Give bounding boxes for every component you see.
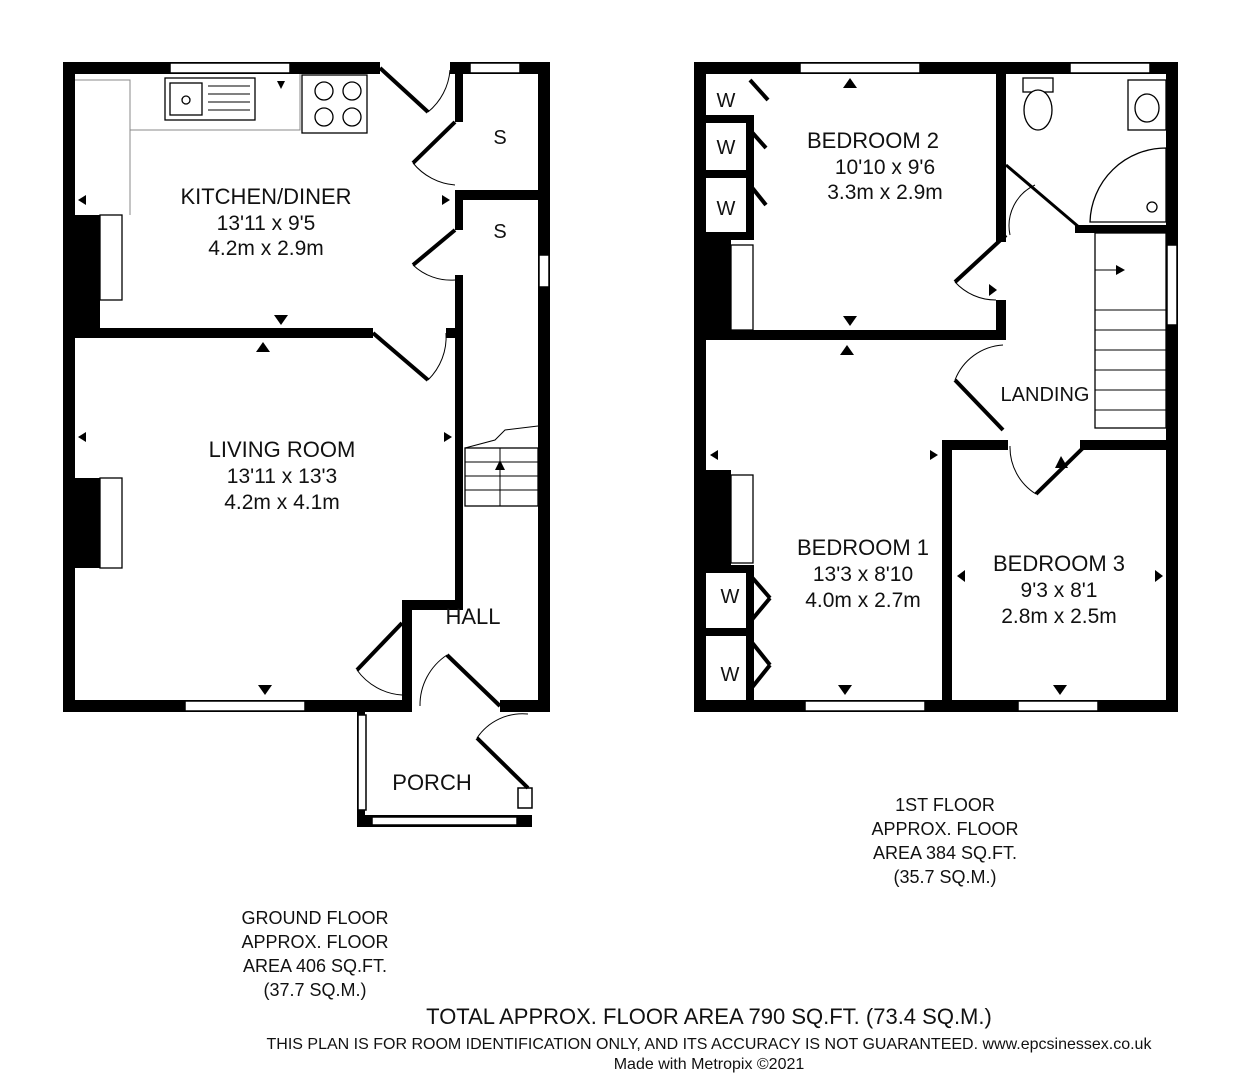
- first-floor-plan: [694, 62, 1178, 712]
- note-line: APPROX. FLOOR: [241, 932, 388, 952]
- note-line: AREA 384 SQ.FT.: [873, 843, 1017, 863]
- room-dim-metric-bedroom-3: 2.8m x 2.5m: [1001, 605, 1117, 628]
- total-floor-area: TOTAL APPROX. FLOOR AREA 790 SQ.FT. (73.…: [426, 1004, 992, 1029]
- room-name-porch: PORCH: [392, 770, 471, 795]
- room-name-living: LIVING ROOM: [209, 437, 356, 462]
- room-name-bedroom-2: BEDROOM 2: [807, 128, 939, 153]
- room-dim-metric-bedroom-1: 4.0m x 2.7m: [805, 589, 921, 612]
- room-dim-imperial-bedroom-2: 10'10 x 9'6: [835, 156, 935, 179]
- wardrobe-label: W: [717, 137, 736, 159]
- credit: Made with Metropix ©2021: [614, 1056, 805, 1073]
- room-name-store-1: S: [493, 127, 506, 149]
- note-line: AREA 406 SQ.FT.: [243, 956, 387, 976]
- note-line: 1ST FLOOR: [895, 795, 995, 815]
- room-dim-imperial-bedroom-3: 9'3 x 8'1: [1021, 579, 1098, 602]
- wardrobe-label: W: [721, 664, 740, 686]
- note-line: (37.7 SQ.M.): [263, 980, 366, 1000]
- wardrobe-label: W: [717, 198, 736, 220]
- first-floor-note: 1ST FLOOR APPROX. FLOOR AREA 384 SQ.FT. …: [871, 795, 1018, 887]
- note-line: GROUND FLOOR: [241, 908, 388, 928]
- room-dim-metric-living: 4.2m x 4.1m: [224, 491, 340, 514]
- room-dim-imperial-living: 13'11 x 13'3: [227, 465, 337, 488]
- room-dim-metric-kitchen: 4.2m x 2.9m: [208, 237, 324, 260]
- room-dim-imperial-bedroom-1: 13'3 x 8'10: [813, 563, 913, 586]
- disclaimer: THIS PLAN IS FOR ROOM IDENTIFICATION ONL…: [267, 1036, 1153, 1053]
- ground-floor-plan: [63, 62, 550, 827]
- room-dim-metric-bedroom-2: 3.3m x 2.9m: [827, 181, 943, 204]
- room-name-kitchen: KITCHEN/DINER: [180, 184, 351, 209]
- wardrobe-label: W: [717, 90, 736, 112]
- note-line: (35.7 SQ.M.): [893, 867, 996, 887]
- room-name-landing: LANDING: [1001, 384, 1090, 406]
- wardrobe-label: W: [721, 586, 740, 608]
- room-dim-imperial-kitchen: 13'11 x 9'5: [217, 212, 316, 235]
- ground-floor-note: GROUND FLOOR APPROX. FLOOR AREA 406 SQ.F…: [241, 908, 388, 1000]
- note-line: APPROX. FLOOR: [871, 819, 1018, 839]
- room-name-hall: HALL: [445, 604, 500, 629]
- room-name-store-2: S: [493, 221, 506, 243]
- room-name-bedroom-1: BEDROOM 1: [797, 535, 929, 560]
- room-name-bedroom-3: BEDROOM 3: [993, 551, 1125, 576]
